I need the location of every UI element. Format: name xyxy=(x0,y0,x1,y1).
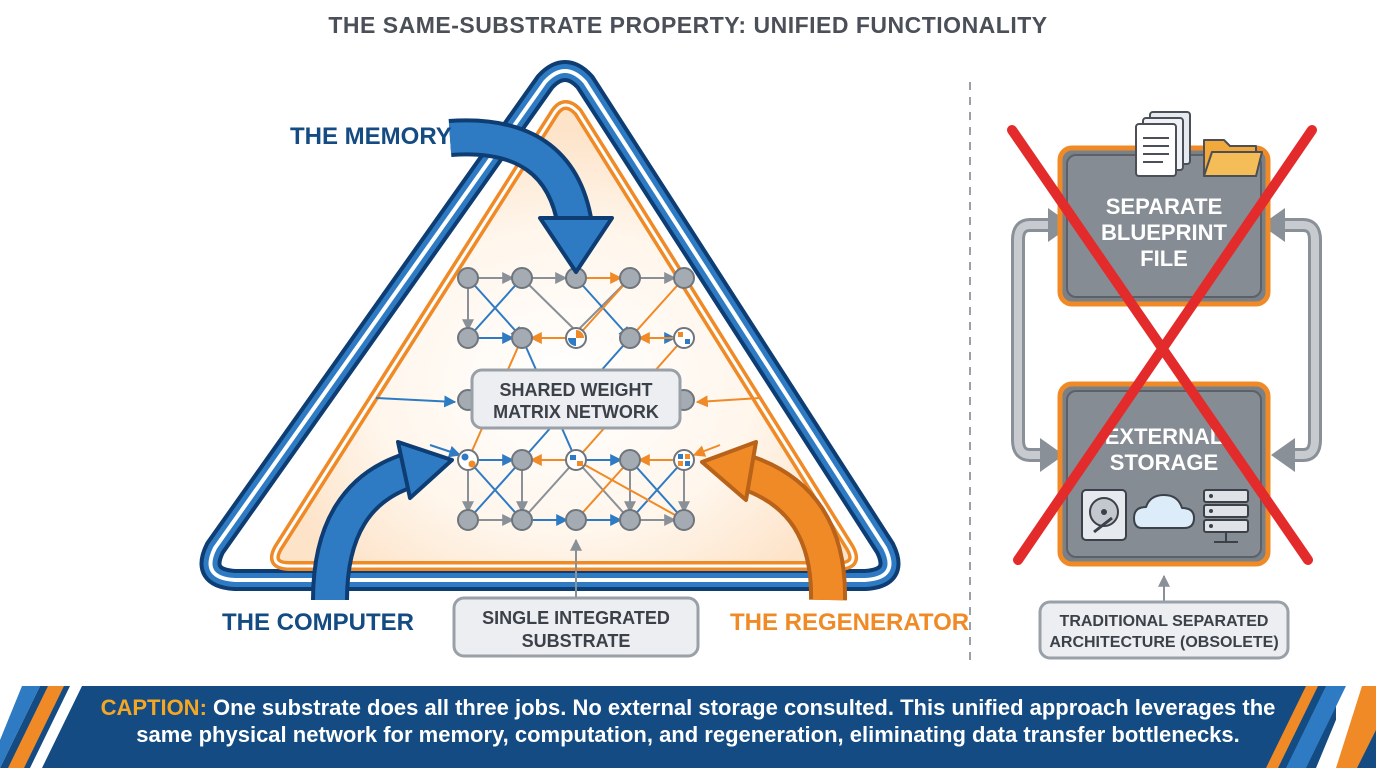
outer-blue-triangle xyxy=(199,60,901,591)
cloud-icon xyxy=(1133,494,1195,529)
network-nodes xyxy=(457,267,695,531)
computer-arrow xyxy=(311,440,454,601)
memory-label: THE MEMORY xyxy=(290,123,452,150)
shared-weight-line2: MATRIX NETWORK xyxy=(493,402,659,422)
loop-arrows-inner xyxy=(1014,221,1319,459)
traditional-line2: ARCHITECTURE (OBSOLETE) xyxy=(1049,634,1278,651)
network-edges xyxy=(375,272,761,526)
memory-arrow xyxy=(448,118,614,274)
page-title: THE SAME-SUBSTRATE PROPERTY: UNIFIED FUN… xyxy=(328,12,1048,38)
active-nodes xyxy=(457,327,695,471)
storage-line2: STORAGE xyxy=(1110,450,1218,475)
substrate-box xyxy=(452,596,700,658)
obsolete-cross-icon xyxy=(1007,125,1317,565)
loop-arrowhead-top-right xyxy=(1261,208,1285,242)
regenerator-arrow xyxy=(700,440,848,601)
server-icon xyxy=(1203,489,1249,543)
substrate-line1: SINGLE INTEGRATED xyxy=(482,608,670,628)
storage-line1: EXTERNAL xyxy=(1105,424,1224,449)
documents-icon xyxy=(1135,111,1191,177)
traditional-line1: TRADITIONAL SEPARATED xyxy=(1060,613,1269,630)
substrate-line2: SUBSTRATE xyxy=(522,631,631,651)
caption-label: CAPTION: xyxy=(100,695,207,720)
caption-line2: same physical network for memory, comput… xyxy=(136,722,1240,747)
caption-line1: One substrate does all three jobs. No ex… xyxy=(213,695,1276,720)
traditional-box xyxy=(1038,600,1290,660)
blueprint-line1: SEPARATE xyxy=(1106,194,1223,219)
regenerator-label: THE REGENERATOR xyxy=(730,609,969,636)
hard-drive-icon xyxy=(1081,489,1127,541)
loop-arrowhead-bottom-left xyxy=(1040,438,1064,472)
blueprint-line3: FILE xyxy=(1140,246,1188,271)
computer-label: THE COMPUTER xyxy=(222,609,414,636)
caption-text: CAPTION: One substrate does all three jo… xyxy=(80,694,1296,748)
blueprint-line2: BLUEPRINT xyxy=(1101,220,1227,245)
shared-weight-line1: SHARED WEIGHT xyxy=(500,380,653,400)
shared-weight-box xyxy=(470,368,682,430)
loop-arrowhead-bottom-right xyxy=(1271,438,1295,472)
caption-bar xyxy=(0,686,1376,768)
folder-icon xyxy=(1203,139,1263,177)
